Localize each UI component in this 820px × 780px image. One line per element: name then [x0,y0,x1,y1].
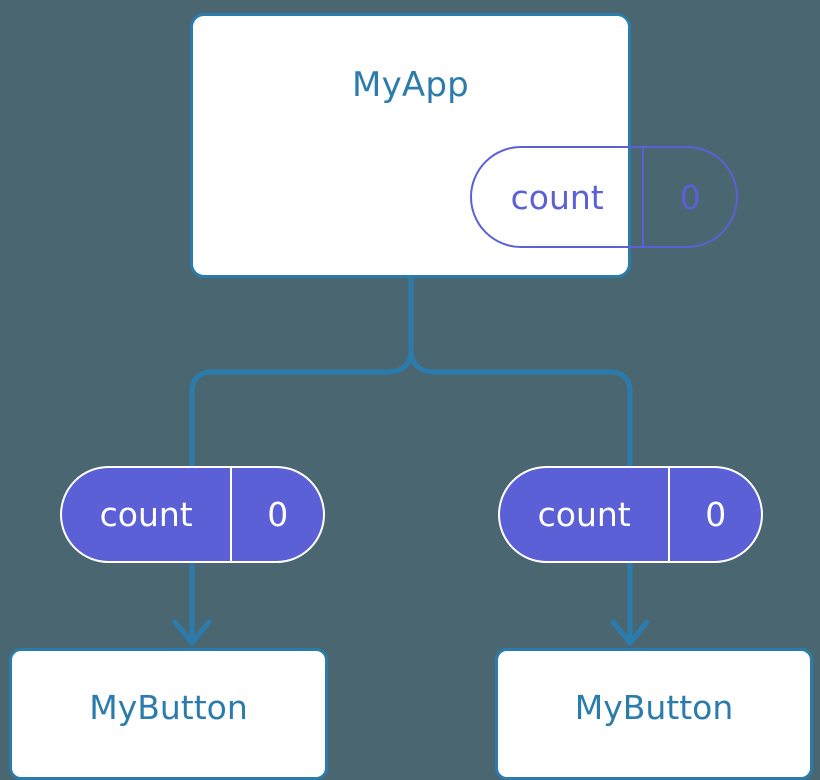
arrowhead-left [172,619,212,646]
connector-branch-left [189,349,414,466]
component-title-myapp: MyApp [352,65,469,105]
component-card-mybutton-right[interactable]: MyButton [495,648,813,780]
state-value-label: 0 [267,495,289,534]
state-pill-child-left[interactable]: count 0 [60,466,325,563]
state-value-label: 0 [679,177,701,217]
arrowhead-right [610,619,650,646]
state-value-label: 0 [705,495,727,534]
state-key-label: count [472,148,645,246]
component-card-mybutton-left[interactable]: MyButton [9,648,328,780]
state-pill-child-right[interactable]: count 0 [498,466,763,563]
connector-branch-right [408,349,633,466]
state-key-label: count [62,468,233,561]
component-title-mybutton: MyButton [574,688,734,727]
component-title-mybutton: MyButton [89,688,248,727]
component-card-myapp[interactable]: MyApp count 0 [190,13,738,278]
state-pill-root[interactable]: count 0 [470,146,738,248]
state-key-label: count [500,468,671,561]
